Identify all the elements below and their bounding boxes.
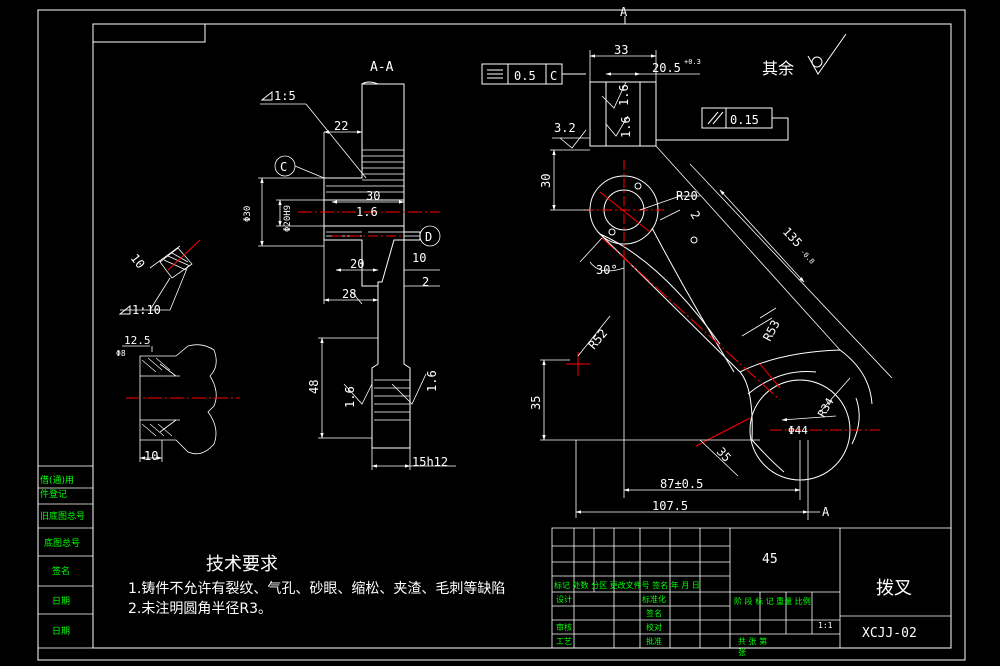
section-dim-lines	[258, 103, 456, 470]
dim-107-5: 107.5	[652, 499, 688, 513]
dim-20: 20	[350, 257, 364, 271]
drawing-number: XCJJ-02	[862, 626, 917, 641]
detail-dim-phi8: Φ8	[116, 349, 126, 358]
dim-35-left: 35	[529, 396, 543, 410]
dim-r20: R20	[676, 189, 698, 203]
roughness-1-6-right: 1.6	[425, 370, 439, 392]
section-center-lines	[298, 211, 440, 237]
title-block	[551, 527, 952, 649]
approval-label: 批准	[646, 636, 662, 646]
process-label: 工艺	[556, 637, 572, 646]
roughness-symbol-icon	[807, 33, 847, 75]
dim-30: 30	[366, 189, 380, 203]
roughness-3-2: 3.2	[554, 121, 576, 135]
stage-header: 阶 段 标 记 重量 比例	[734, 596, 811, 606]
dim-35-bottom: 35	[714, 445, 734, 465]
strip-row-4: 底图总号	[44, 537, 80, 549]
section-label-top: A	[620, 5, 628, 19]
hole-hatch	[141, 357, 173, 437]
fcf-flatness	[481, 63, 586, 85]
taper-detail	[120, 245, 193, 311]
dim-15h12: 15h12	[412, 455, 448, 469]
dim-20-5-tol: +0.3	[684, 58, 701, 66]
dim-30-main: 30	[539, 174, 553, 188]
main-roughness-1-6-top: 1.6	[617, 84, 631, 106]
dim-48: 48	[307, 380, 321, 394]
drawing-frame	[37, 9, 966, 661]
strip-row-5: 签名	[52, 565, 70, 577]
hole-detail	[122, 344, 217, 462]
revision-header: 标记 处数 分区 更改文件号 签名 年 月 日	[554, 580, 700, 590]
note-1: 1.铸件不允许有裂纹、气孔、砂眼、缩松、夹渣、毛刺等缺陷	[128, 580, 505, 597]
detail-dim-10b: 10	[144, 449, 158, 463]
dim-135: 135	[780, 224, 805, 249]
section-hatch	[326, 149, 410, 421]
detail-dim-10: 10	[128, 251, 148, 271]
taper-1-10: 1:10	[132, 303, 161, 317]
dim-r52: R52	[586, 326, 611, 352]
main-dim-lines	[540, 50, 893, 520]
roughness-note: 其余	[762, 59, 794, 78]
designer-label: 设计	[556, 594, 572, 604]
dim-10: 10	[412, 251, 426, 265]
view-title: A-A	[370, 60, 394, 75]
dim-phi20h9: Φ20H9	[283, 205, 293, 232]
dim-22: 22	[334, 119, 348, 133]
dim-20-5: 20.5	[652, 61, 681, 75]
dim-135-tol: -0.8	[799, 248, 816, 266]
angle-30: 30°	[596, 263, 618, 277]
dim-phi30: Φ30	[243, 206, 253, 222]
strip-row-1: 借(通)用	[40, 474, 74, 486]
taper-icon	[260, 90, 273, 101]
left-strip-table	[37, 465, 94, 649]
dim-33: 33	[614, 43, 628, 57]
taper-icon-left	[118, 304, 131, 315]
datum-c-label: C	[280, 160, 287, 174]
sheet-label: 张	[738, 648, 746, 657]
strip-row-6: 日期	[52, 596, 70, 607]
strip-row-3: 旧底图总号	[40, 510, 85, 522]
dim-2-main: 2	[687, 209, 703, 222]
taper-detail-center	[167, 239, 201, 271]
strip-row-2: 件登记	[40, 488, 67, 500]
note-2: 2.未注明圆角半径R3。	[128, 601, 272, 617]
fork-body	[589, 81, 873, 481]
detail-dim-12-5: 12.5	[124, 334, 151, 347]
fcf-parallel	[656, 107, 789, 141]
dim-r53: R53	[760, 318, 783, 344]
dim-2: 2	[422, 275, 429, 289]
main-roughness-1-6-bottom: 1.6	[619, 116, 633, 138]
check-label: 校对	[646, 622, 662, 632]
standardizer-label: 标准化	[642, 594, 666, 604]
section-label-bottom: A	[822, 505, 830, 519]
taper-1-5: 1:5	[274, 89, 296, 103]
dim-87: 87±0.5	[660, 477, 703, 491]
material: 45	[762, 552, 778, 567]
dim-phi44: Φ44	[788, 424, 808, 437]
dim-28: 28	[342, 287, 356, 301]
flatness-datum: C	[550, 69, 557, 83]
reviewer-label: 审核	[556, 622, 572, 632]
fork-center-lines	[566, 160, 880, 447]
dim-1-6: 1.6	[356, 205, 378, 219]
parallel-value: 0.15	[730, 113, 759, 127]
sheets-label: 共 张 第	[738, 636, 767, 646]
sign-label: 签名	[646, 608, 662, 618]
scale-value: 1:1	[818, 621, 833, 630]
strip-row-7: 日期	[52, 626, 70, 637]
datum-d-label: D	[425, 230, 432, 244]
flatness-value: 0.5	[514, 69, 536, 83]
roughness-1-6-left: 1.6	[343, 386, 357, 408]
part-name: 拨叉	[876, 578, 912, 599]
section-view	[323, 81, 421, 449]
notes-heading: 技术要求	[206, 554, 278, 575]
